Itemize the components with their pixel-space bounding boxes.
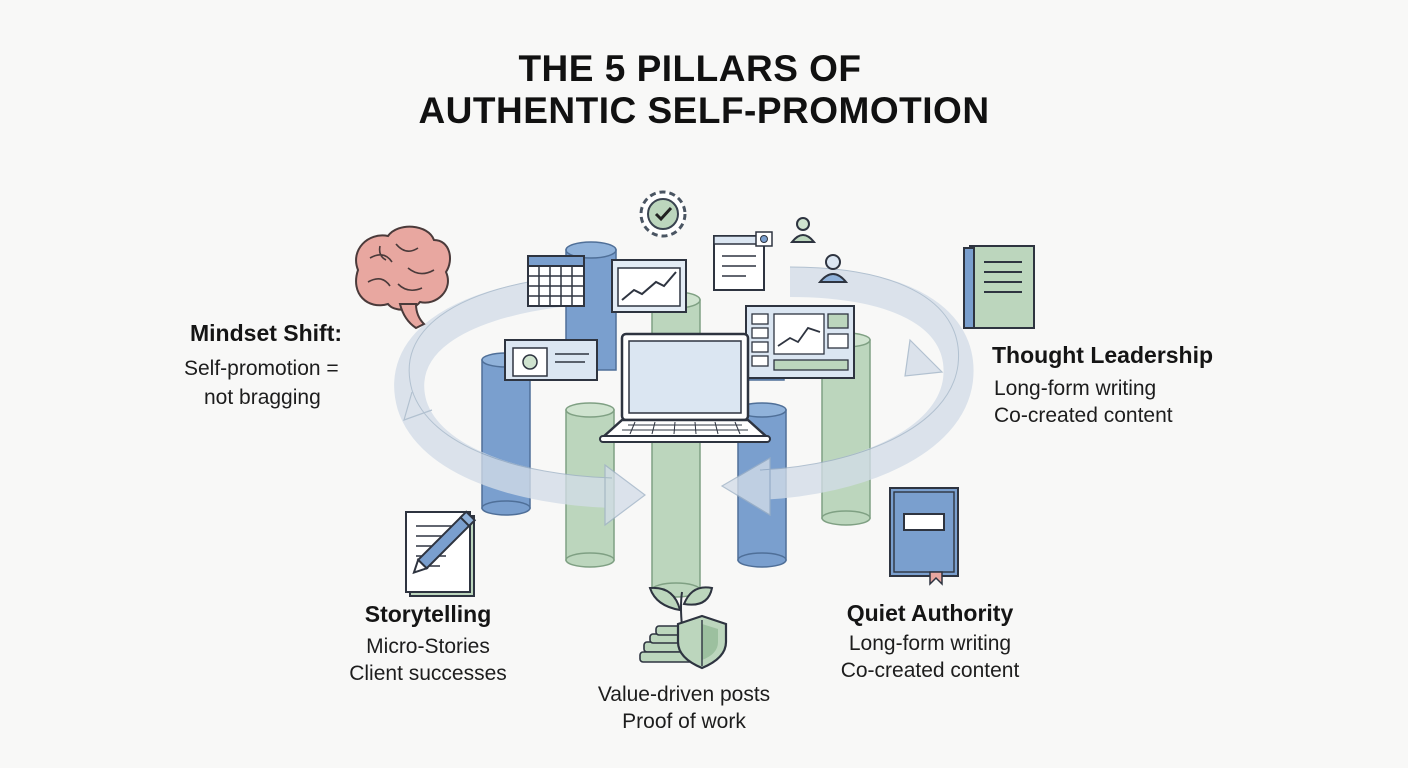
pillar-line-value-2: Proof of work [622,710,746,733]
document-icon [713,231,773,291]
cycle-arrow-right-head [720,456,771,517]
pillar-line-value-1: Value-driven posts [597,683,771,706]
pillar-line-quiet-authority-1: Long-form writing [848,632,1012,655]
cycle-arrows [394,266,974,527]
pillar-line-mindset-1: Self-promotion = [184,357,339,380]
pillar-heading-storytelling: Storytelling [364,601,492,627]
plant-shield-icon [639,586,728,670]
gear-check-icon [639,190,687,238]
pillar-line-storytelling-2: Client successes [349,662,507,685]
pillar-line-quiet-authority-2: Co-created content [840,659,1020,682]
laptop-icon [598,332,772,443]
cycle-arrow-left-head [604,463,646,527]
calendar-icon [527,255,585,307]
person-icon [817,254,849,283]
cycle-arrow-right-tail-head [904,338,944,377]
notebook-icon [889,487,959,586]
pillar-heading-quiet-authority: Quiet Authority [846,600,1014,626]
profile-card-icon [504,339,598,381]
person-icon [789,217,817,243]
dashboard-window-icon [745,305,855,379]
pillar-heading-thought-leadership: Thought Leadership [992,342,1214,368]
cycle-arrow-left-tail [403,391,433,421]
cycle-arrow-right [759,267,974,500]
title-line-1: THE 5 PILLARS OF [518,48,862,89]
pillar-line-thought-leadership-1: Long-form writing [994,377,1157,400]
title-line-2: AUTHENTIC SELF-PROMOTION [418,90,990,131]
book-icon [963,245,1035,329]
cycle-arrow-left [394,277,613,508]
pillar-heading-mindset: Mindset Shift: [190,320,343,346]
pillar-line-thought-leadership-2: Co-created content [994,404,1173,427]
chart-card-icon [611,259,687,313]
document-pen-icon [405,510,477,597]
cylinder-green-center [651,439,701,598]
pillar-line-mindset-2: not bragging [204,386,321,409]
pillar-line-storytelling-1: Micro-Stories [366,635,490,658]
brain-icon [355,225,451,330]
